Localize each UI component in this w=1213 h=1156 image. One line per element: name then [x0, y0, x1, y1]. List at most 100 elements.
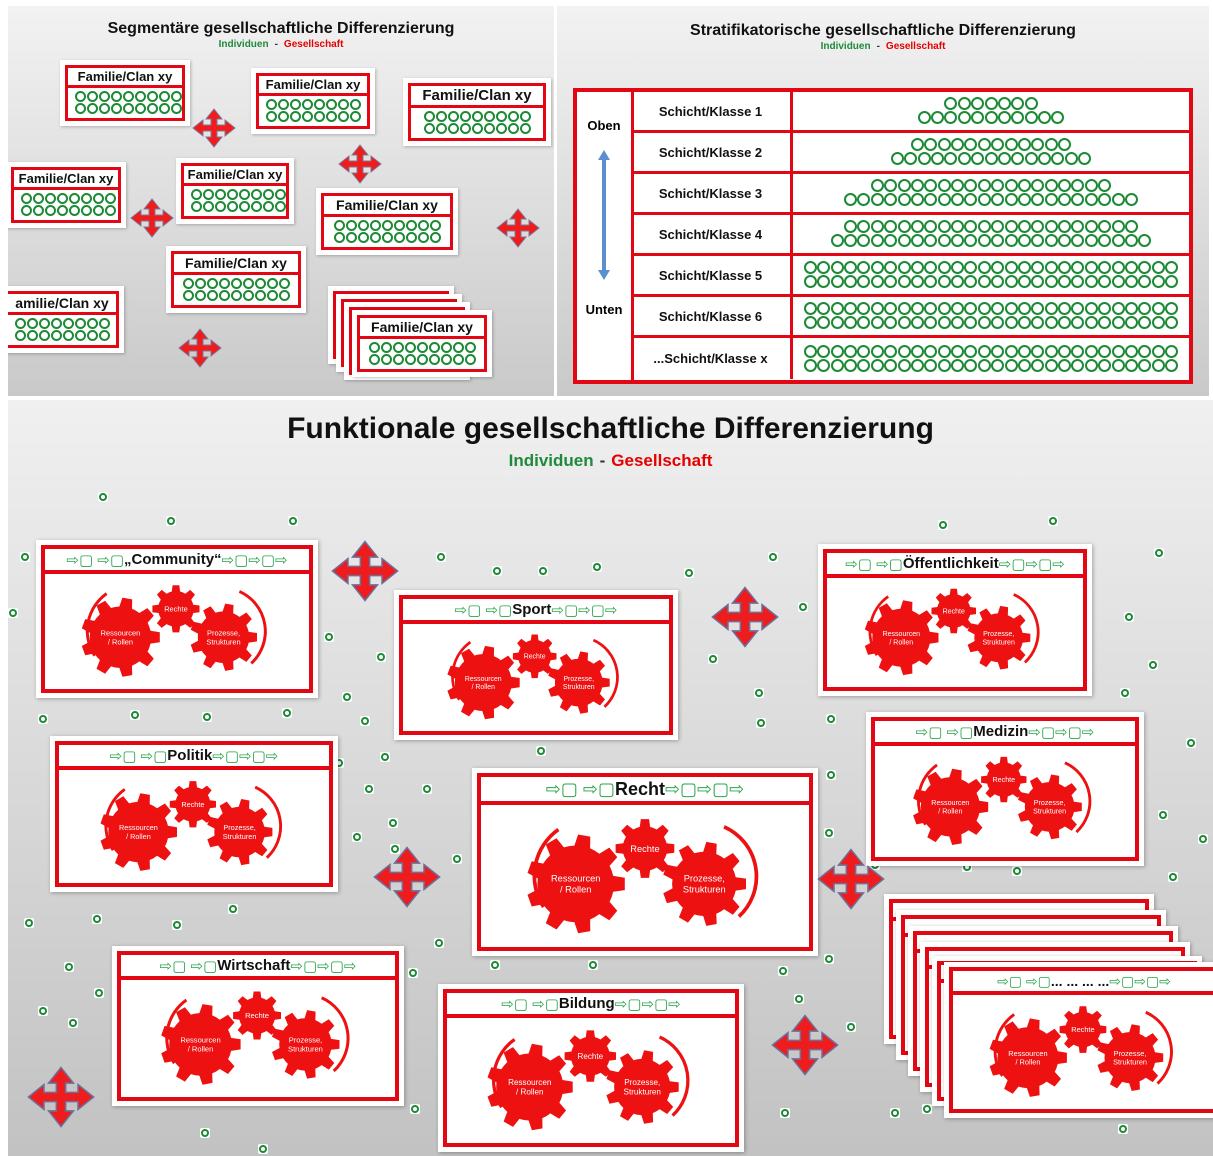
individual-dot [50, 330, 62, 341]
flow-icon: ⇨▢ ⇨▢ [845, 555, 903, 573]
individual-dot [844, 344, 858, 358]
individual-dot [166, 516, 176, 526]
individual-dot [910, 234, 924, 247]
individual-dot [1084, 261, 1098, 274]
flow-icon: ⇨▢ ⇨▢ [109, 747, 168, 765]
individual-dot [1044, 193, 1058, 206]
individual-dot [1098, 220, 1112, 233]
individual-dot [803, 275, 817, 288]
individual-dot [1124, 358, 1138, 372]
individual-dot [26, 330, 38, 341]
individual-dot [1071, 344, 1085, 358]
functional-title: Funktionale gesellschaftliche Differenzi… [287, 412, 934, 445]
family-card: amilie/Clan xy [8, 286, 124, 353]
individual-dot [1098, 316, 1112, 329]
individual-dot [368, 342, 380, 353]
individual-dot [242, 278, 254, 289]
individual-dot [325, 99, 337, 110]
system-label: Sport [512, 601, 552, 618]
individual-dot [817, 358, 831, 372]
individual-dot [265, 99, 277, 110]
individual-dot [803, 358, 817, 372]
individual-dot [1111, 220, 1125, 233]
individual-dot [1058, 220, 1072, 233]
individual-dot [56, 193, 68, 204]
individual-dot [830, 316, 844, 329]
individual-dot [924, 261, 938, 274]
individual-dot [182, 278, 194, 289]
individual-dot [977, 193, 991, 206]
individual-dot [997, 111, 1011, 124]
rights-gear-icon [152, 585, 200, 633]
individual-dot [964, 234, 978, 247]
family-members [411, 108, 543, 138]
family-card: Familie/Clan xy [352, 310, 492, 377]
rotation-arc-icon [916, 763, 938, 826]
individual-dot [684, 568, 694, 578]
gear-label: Prozesse, [624, 1078, 660, 1087]
flow-icon: ⇨▢ ⇨▢ [66, 551, 125, 569]
bottom-label: Unten [585, 302, 623, 317]
functional-panel: Funktionale gesellschaftliche Differenzi… [8, 400, 1213, 1156]
individual-dot [202, 201, 214, 212]
rotation-arc-icon [658, 1035, 690, 1117]
individual-dot [14, 318, 26, 329]
individual-dot [214, 189, 226, 200]
individual-dot [62, 330, 74, 341]
resources-gear-icon [161, 1004, 241, 1085]
individual-dot [393, 232, 405, 243]
individual-dot [884, 316, 898, 329]
gear-label: Prozesse, [1034, 799, 1066, 807]
flow-icon: ⇨▢ ⇨▢ [501, 995, 559, 1013]
individual-dot [388, 818, 398, 828]
individual-dot [94, 988, 104, 998]
individual-dot [226, 201, 238, 212]
segmentary-panel: Segmentäre gesellschaftliche Differenzie… [8, 6, 554, 396]
stratum-members [793, 338, 1189, 379]
individual-dot [1044, 275, 1058, 288]
individual-dot [844, 302, 858, 315]
segmentary-title: Segmentäre gesellschaftliche Differenzie… [107, 20, 455, 37]
individual-dot [803, 302, 817, 315]
individual-dot [1165, 358, 1179, 372]
individual-dot [971, 111, 985, 124]
system-header: ⇨▢ ⇨▢ Medizin ⇨▢⇨▢⇨ [875, 721, 1135, 746]
rights-gear-icon [1059, 1006, 1107, 1053]
individual-dot [1098, 275, 1112, 288]
individual-dot [1111, 234, 1125, 247]
individual-dot [428, 342, 440, 353]
individual-dot [1017, 138, 1031, 151]
individual-dot [857, 344, 871, 358]
individual-dot [1118, 1124, 1128, 1134]
individual-dot [122, 103, 134, 114]
individual-dot [242, 290, 254, 301]
flow-icon: ⇨▢⇨▢⇨ [1028, 723, 1095, 741]
rotation-arc-icon [165, 998, 188, 1065]
stratified-title: Stratifikatorische gesellschaftliche Dif… [690, 22, 1076, 39]
stratum-label: Schicht/Klasse 6 [631, 297, 793, 335]
individual-dot [214, 201, 226, 212]
individual-dot [342, 692, 352, 702]
family-card: Familie/Clan xy [8, 162, 126, 228]
individual-dot [857, 302, 871, 315]
individual-dot [884, 234, 898, 247]
flow-icon: ⇨▢⇨▢⇨ [212, 747, 279, 765]
individual-dot [910, 275, 924, 288]
individual-dot [768, 552, 778, 562]
individual-dot [32, 205, 44, 216]
individual-dot [64, 962, 74, 972]
individual-dot [870, 193, 884, 206]
resources-gear-icon [100, 793, 177, 871]
individual-dot [80, 193, 92, 204]
individual-dot [1098, 344, 1112, 358]
individual-dot [364, 784, 374, 794]
individual-dot [1124, 261, 1138, 274]
system-header: ⇨▢ ⇨▢ Öffentlichkeit ⇨▢⇨▢⇨ [827, 553, 1083, 578]
gear-label: Prozesse, [684, 874, 725, 884]
system-label: Medizin [973, 723, 1029, 740]
individual-dot [170, 103, 182, 114]
individual-dot [904, 152, 918, 165]
individual-dot [937, 358, 951, 372]
